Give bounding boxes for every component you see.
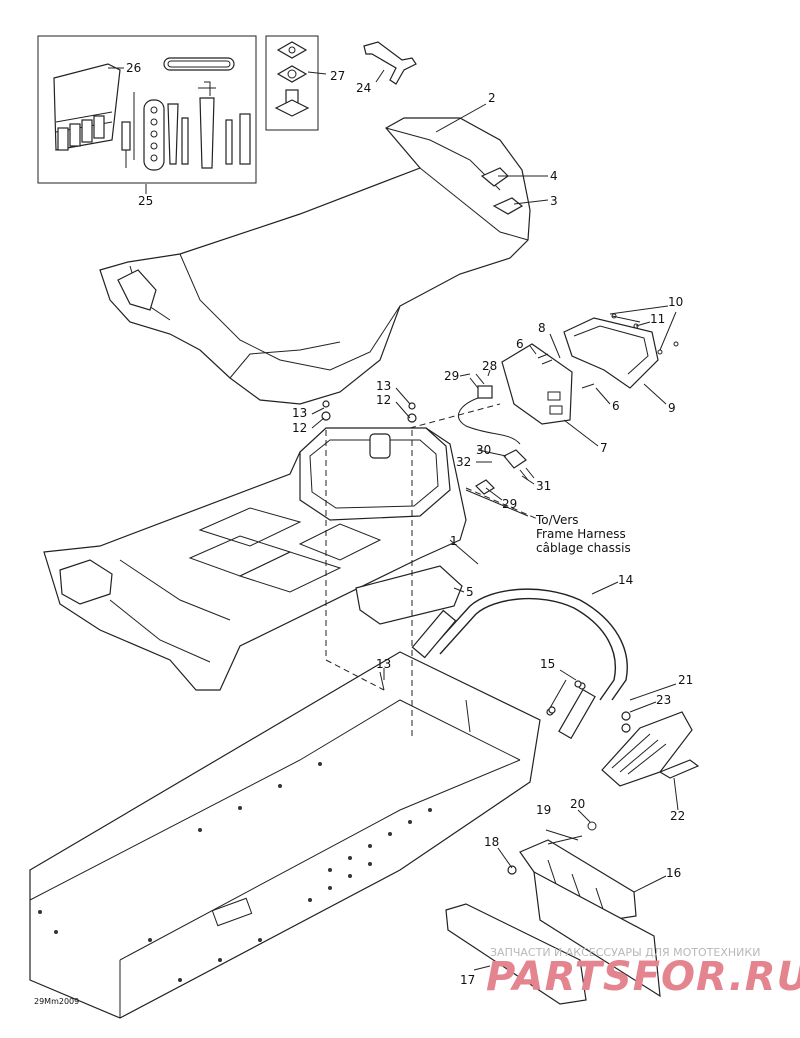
callout-13b: 13 — [376, 379, 391, 393]
callout-12a: 12 — [292, 421, 307, 435]
callout-9: 9 — [668, 401, 676, 415]
callout-31: 31 — [536, 479, 551, 493]
callout-17: 17 — [460, 973, 475, 987]
callout-25: 25 — [138, 194, 153, 208]
callout-21: 21 — [678, 673, 693, 687]
callout-4: 4 — [550, 169, 558, 183]
callout-23: 23 — [656, 693, 671, 707]
callout-10: 10 — [668, 295, 683, 309]
watermark: ЗАПЧАСТИ И АКСЕССУАРЫ ДЛЯ МОТОТЕХНИКИ PA… — [486, 946, 800, 1000]
callout-3: 3 — [550, 194, 558, 208]
callout-14: 14 — [618, 573, 633, 587]
callout-8: 8 — [538, 321, 546, 335]
callout-28: 28 — [482, 359, 497, 373]
tail-light-harness — [458, 373, 535, 495]
callout-7: 7 — [600, 441, 608, 455]
leader-lines — [108, 67, 679, 971]
callout-15: 15 — [540, 657, 555, 671]
callout-6b: 6 — [612, 399, 620, 413]
callout-6a: 6 — [516, 337, 524, 351]
harness-note-line-3: câblage chassis — [536, 541, 631, 555]
tunnel-body — [29, 651, 541, 1019]
spanner-wrench — [363, 41, 417, 85]
rear-bumper-end — [546, 682, 700, 787]
callout-30: 30 — [476, 443, 491, 457]
callout-1: 1 — [450, 534, 458, 548]
tail-light-assembly — [501, 313, 679, 425]
rear-grab-handle — [411, 588, 628, 740]
callout-16: 16 — [666, 866, 681, 880]
callout-32: 32 — [456, 455, 471, 469]
callout-11: 11 — [650, 312, 665, 326]
callout-29a: 29 — [444, 369, 459, 383]
callout-18: 18 — [484, 835, 499, 849]
harness-note-line-1: To/Vers — [535, 513, 579, 527]
callout-26: 26 — [126, 61, 141, 75]
callout-22: 22 — [670, 809, 685, 823]
watermark-tagline: ЗАПЧАСТИ И АКСЕССУАРЫ ДЛЯ МОТОТЕХНИКИ — [490, 946, 760, 959]
drawing-code: 29Mm2009 — [34, 997, 79, 1006]
rear-frame-tray — [43, 427, 467, 691]
gasket-kit-box — [265, 35, 319, 131]
tool-kit-box — [37, 35, 257, 184]
callout-29b: 29 — [502, 497, 517, 511]
seat-assembly — [99, 117, 531, 405]
watermark-brand: PARTSFOR.RU — [486, 954, 800, 1000]
frame-harness-note: To/Vers Frame Harness câblage chassis — [535, 513, 631, 555]
callout-13a: 13 — [292, 406, 307, 420]
snow-flap-assembly — [445, 821, 661, 1005]
callout-19: 19 — [536, 803, 551, 817]
callout-5: 5 — [466, 585, 474, 599]
callout-2: 2 — [488, 91, 496, 105]
alignment-lines — [325, 403, 541, 740]
callout-13c: 13 — [376, 657, 391, 671]
callout-20: 20 — [570, 797, 585, 811]
callout-12b: 12 — [376, 393, 391, 407]
callout-labels: 1 2 3 4 5 6 6 7 8 9 10 11 12 12 13 13 13… — [126, 61, 693, 987]
callout-27: 27 — [330, 69, 345, 83]
callout-24: 24 — [356, 81, 371, 95]
harness-note-line-2: Frame Harness — [536, 527, 626, 541]
